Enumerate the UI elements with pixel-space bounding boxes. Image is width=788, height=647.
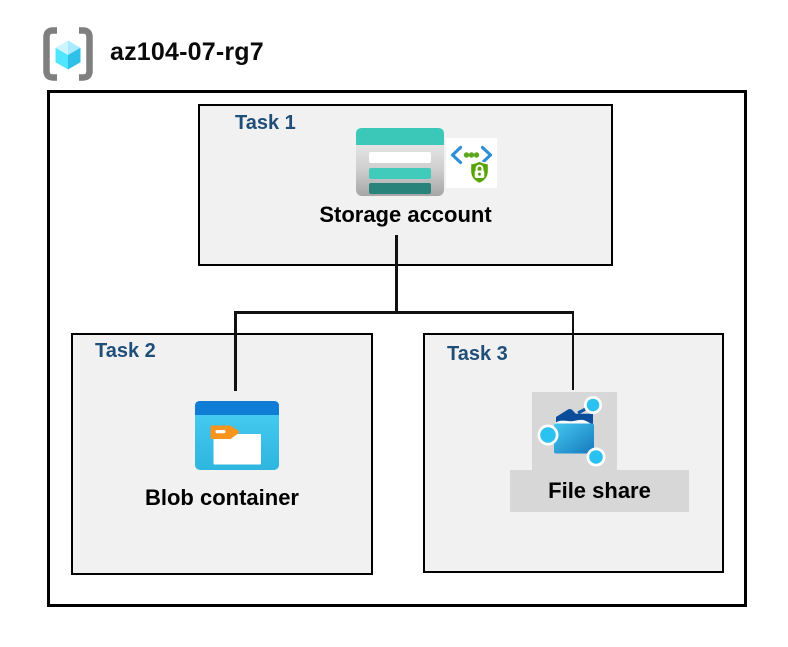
resource-group-icon bbox=[43, 27, 93, 81]
storage-account-caption: Storage account bbox=[319, 202, 492, 227]
code-security-shield-icon bbox=[446, 138, 497, 188]
file-share-label-backplate: File share bbox=[510, 470, 689, 512]
task2-box: Task 2 Blob container bbox=[71, 333, 373, 575]
connector-to-file-share bbox=[571, 311, 574, 390]
blob-container-caption: Blob container bbox=[144, 485, 299, 510]
task3-label: Task 3 bbox=[447, 343, 508, 365]
file-share-caption: File share bbox=[548, 478, 651, 503]
task1-box: Task 1 Storage account bbox=[198, 104, 613, 266]
connector-to-blob-container bbox=[234, 311, 237, 391]
connector-branch-horizontal bbox=[234, 311, 574, 314]
resource-group-title: az104-07-rg7 bbox=[110, 38, 264, 66]
task2-label: Task 2 bbox=[95, 340, 156, 362]
connector-storage-stem bbox=[395, 235, 398, 313]
file-share-icon bbox=[537, 396, 606, 467]
task1-label: Task 1 bbox=[235, 112, 296, 134]
storage-account-icon bbox=[356, 128, 444, 196]
blob-container-icon bbox=[195, 401, 279, 470]
